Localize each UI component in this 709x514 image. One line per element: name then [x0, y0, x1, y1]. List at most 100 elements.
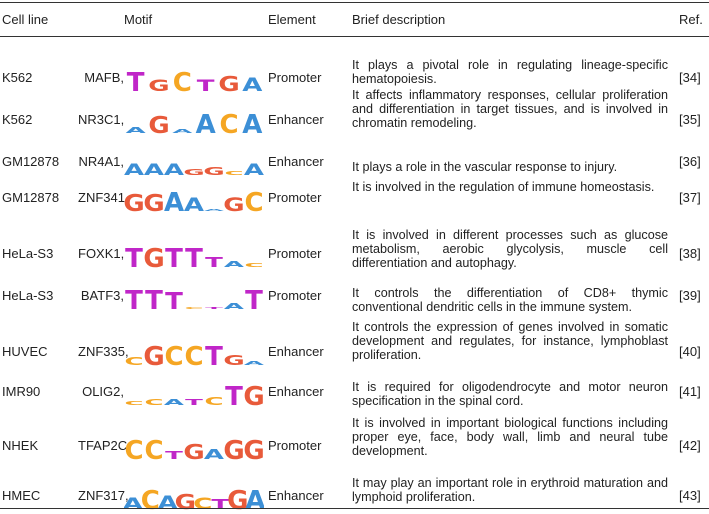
- motif-letter: A: [126, 126, 146, 134]
- motif-letter: A: [124, 161, 145, 176]
- motif-letter: C: [124, 401, 143, 406]
- header-rule: [0, 36, 709, 37]
- brief-description: It plays a role in the vascular response…: [352, 160, 618, 174]
- motif-letter: T: [205, 255, 223, 268]
- motif-letter: T: [211, 497, 229, 510]
- motif-letter: T: [245, 286, 263, 310]
- element-type: Enhancer: [268, 384, 324, 399]
- motif-letter: A: [164, 161, 185, 176]
- header-cell-line: Cell line: [2, 12, 49, 27]
- cell-line: K562: [2, 112, 33, 127]
- motif-letter: A: [204, 447, 224, 460]
- motif-letter: A: [244, 161, 264, 176]
- brief-description: It is involved in the regulation of immu…: [352, 180, 655, 194]
- motif-letter: C: [224, 171, 243, 176]
- header-description: Brief description: [352, 12, 446, 27]
- motif-letter: G: [243, 382, 264, 406]
- element-type: Enhancer: [268, 344, 324, 359]
- transcription-factor: NR4A1,: [78, 154, 124, 169]
- motif-letter: T: [225, 382, 243, 406]
- motif-letter: G: [223, 436, 244, 460]
- motif-letter: C: [204, 396, 223, 406]
- motif-letter: T: [205, 342, 223, 366]
- cell-line: HeLa-S3: [2, 288, 54, 303]
- cell-line: HUVEC: [2, 344, 48, 359]
- motif-letter: C: [164, 342, 183, 366]
- transcription-factor: OLIG2,: [82, 384, 124, 399]
- motif-letter: G: [143, 342, 164, 366]
- top-rule: [0, 2, 709, 3]
- motif-letter: G: [148, 77, 169, 92]
- reference: [35]: [679, 112, 701, 127]
- motif-letter: T: [185, 398, 203, 406]
- cell-line: HMEC: [2, 488, 41, 503]
- table-row: K562 NR3C1, Enhancer It affects inflammator…: [0, 86, 709, 140]
- motif-letter: G: [218, 72, 239, 92]
- header-element: Element: [268, 12, 316, 27]
- motif-letter: C: [184, 342, 203, 366]
- motif-letter: G: [148, 111, 169, 134]
- brief-description: It controls the expression of genes invo…: [352, 320, 668, 363]
- brief-description: It affects inflammatory responses, cellu…: [352, 88, 668, 131]
- element-type: Enhancer: [268, 488, 324, 503]
- motif-letter: T: [165, 244, 183, 268]
- reference: [43]: [679, 488, 701, 503]
- motif-letter: G: [183, 168, 204, 176]
- motif-letter: G: [203, 166, 224, 176]
- motif-letter: T: [185, 244, 203, 268]
- transcription-factor: FOXK1,: [78, 246, 125, 261]
- motif-letter: A: [164, 188, 184, 212]
- motif-letter: C: [219, 110, 238, 134]
- reference: [37]: [679, 190, 701, 205]
- motif-letter: A: [204, 209, 225, 212]
- transcription-factor: NR3C1,: [78, 112, 125, 127]
- motif-letter: G: [143, 244, 164, 268]
- motif-letter: T: [127, 68, 145, 92]
- cell-line: HeLa-S3: [2, 246, 54, 261]
- element-type: Enhancer: [268, 112, 324, 127]
- motif-letter: A: [164, 398, 184, 406]
- motif-letter: A: [184, 195, 205, 212]
- motif-letter: C: [244, 263, 263, 268]
- motif-letter: C: [173, 68, 192, 92]
- cell-line: K562: [2, 70, 33, 85]
- reference: [39]: [679, 288, 701, 303]
- transcription-factor: ZNF317,: [78, 488, 129, 503]
- cell-line: NHEK: [2, 438, 39, 453]
- motif-letter: C: [141, 486, 160, 510]
- motif-letter: C: [124, 356, 143, 366]
- motif-letter: A: [196, 110, 216, 134]
- transcription-factor: ZNF341,: [78, 190, 129, 205]
- motif-letter: G: [124, 189, 145, 212]
- element-type: Enhancer: [268, 154, 324, 169]
- reference: [40]: [679, 344, 701, 359]
- motif-letter: G: [227, 486, 248, 510]
- motif-letter: T: [197, 77, 215, 92]
- reference: [36]: [679, 154, 701, 169]
- motif-letter: A: [245, 486, 264, 510]
- motif-letter: A: [172, 129, 193, 134]
- reference: [38]: [679, 246, 701, 261]
- element-type: Promoter: [268, 190, 322, 205]
- motif-letter: G: [183, 440, 204, 460]
- reference: [34]: [679, 70, 701, 85]
- motif-letter: T: [125, 286, 143, 310]
- element-type: Promoter: [268, 438, 322, 453]
- element-type: Promoter: [268, 246, 322, 261]
- motif-letter: A: [224, 260, 244, 268]
- brief-description: It plays a pivotal role in regulating li…: [352, 58, 668, 87]
- bottom-rule: [0, 508, 709, 509]
